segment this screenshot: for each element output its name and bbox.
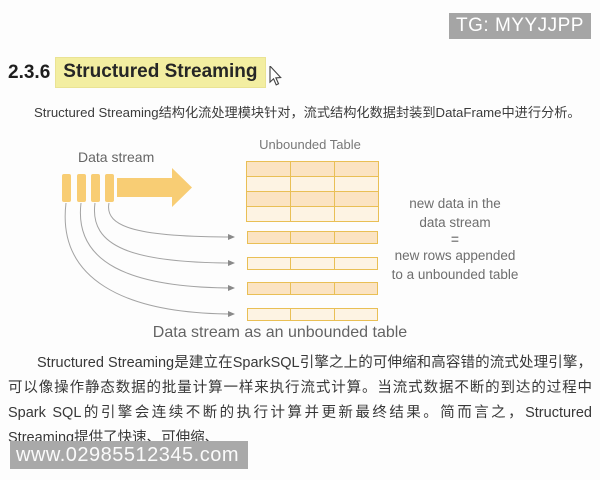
annotation-line: data stream bbox=[419, 214, 491, 230]
body-paragraph: Structured Streaming是建立在SparkSQL引擎之上的可伸缩… bbox=[8, 355, 592, 446]
table-cell bbox=[290, 192, 334, 206]
table-cell bbox=[247, 207, 290, 221]
diagram-caption: Data stream as an unbounded table bbox=[152, 324, 408, 341]
table-cell bbox=[290, 162, 334, 176]
table-cell bbox=[290, 258, 333, 269]
appended-row-table bbox=[247, 282, 378, 295]
annotation-line: new data in the bbox=[409, 196, 501, 211]
table-cell bbox=[333, 283, 377, 294]
stream-chunk-bar bbox=[91, 174, 100, 202]
appended-table-row bbox=[247, 282, 378, 295]
table-cell bbox=[290, 309, 333, 320]
table-cell bbox=[248, 309, 290, 320]
equals-sign: = bbox=[451, 232, 459, 247]
connector-curve bbox=[93, 202, 235, 266]
stream-chunk-bar bbox=[62, 174, 71, 202]
tg-watermark-badge: TG: MYYJJPP bbox=[449, 13, 591, 39]
appended-row-table bbox=[247, 231, 378, 244]
table-cell bbox=[290, 177, 334, 191]
stream-arrow-icon bbox=[117, 168, 192, 207]
table-cell bbox=[290, 207, 334, 221]
table-cell bbox=[247, 192, 290, 206]
table-cell bbox=[333, 309, 377, 320]
intro-paragraph: Structured Streaming结构化流处理模块针对，流式结构化数据封装… bbox=[34, 105, 581, 120]
table-cell bbox=[247, 162, 290, 176]
annotation-line: to a unbounded table bbox=[391, 266, 519, 282]
table-cell bbox=[247, 177, 290, 191]
table-cell bbox=[290, 283, 333, 294]
table-row bbox=[247, 162, 378, 176]
annotation-line: new rows appended bbox=[394, 248, 516, 263]
url-watermark-bar: www.02985512345.com bbox=[10, 441, 248, 469]
annotation-block: new data in the data stream = new rows a… bbox=[374, 195, 536, 284]
table-row bbox=[247, 191, 378, 206]
table-row bbox=[247, 206, 378, 221]
table-cell bbox=[334, 192, 378, 206]
connector-curve bbox=[79, 202, 235, 291]
appended-table-row bbox=[247, 257, 378, 270]
connector-curve bbox=[64, 202, 235, 317]
table-cell bbox=[248, 232, 290, 243]
table-cell bbox=[334, 207, 378, 221]
table-cell bbox=[333, 258, 377, 269]
appended-table-row bbox=[247, 231, 378, 244]
section-title-highlight: Structured Streaming bbox=[55, 57, 266, 88]
table-cell bbox=[248, 258, 290, 269]
stream-chunk-bar bbox=[77, 174, 86, 202]
unbounded-table bbox=[246, 161, 379, 222]
appended-row-table bbox=[247, 257, 378, 270]
appended-row-table bbox=[247, 308, 378, 321]
connector-curve bbox=[108, 202, 235, 240]
table-cell bbox=[334, 162, 378, 176]
table-cell bbox=[334, 177, 378, 191]
mouse-cursor-icon bbox=[268, 65, 282, 86]
table-cell bbox=[290, 232, 333, 243]
data-stream-label: Data stream bbox=[78, 149, 155, 165]
stream-chunk-bar bbox=[105, 174, 114, 202]
unbounded-table-title: Unbounded Table bbox=[259, 137, 361, 152]
section-number: 2.3.6 bbox=[8, 61, 51, 83]
table-row bbox=[247, 176, 378, 191]
table-cell bbox=[333, 232, 377, 243]
appended-table-row bbox=[247, 308, 378, 321]
table-cell bbox=[248, 283, 290, 294]
section-heading: 2.3.6 Structured Streaming bbox=[8, 57, 282, 88]
